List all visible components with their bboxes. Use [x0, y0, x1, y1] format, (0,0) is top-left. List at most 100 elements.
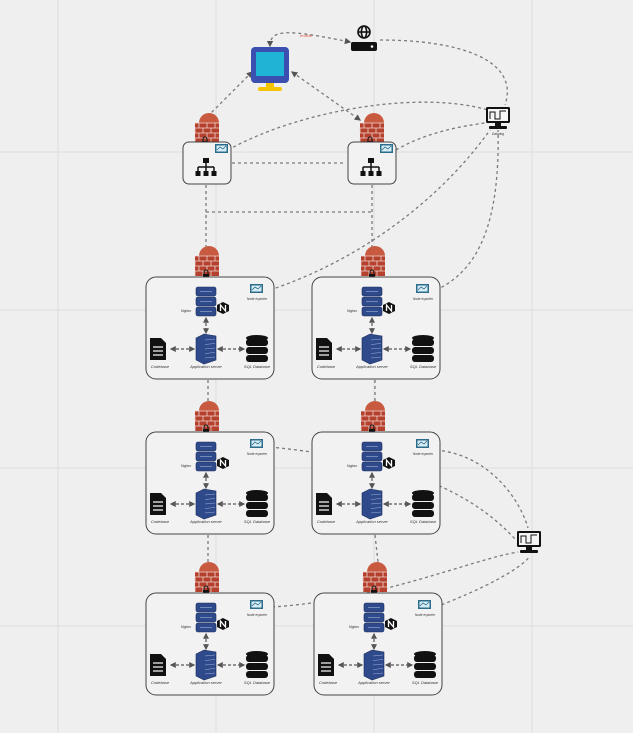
server-stack-icon[interactable]	[363, 649, 385, 681]
nginx-icon	[383, 302, 395, 314]
codebase-label: Codebase	[317, 364, 336, 369]
app-server-slot	[204, 654, 216, 657]
database-disk	[246, 671, 268, 678]
padlock-shackle	[203, 269, 209, 274]
codebase-label: Codebase	[319, 680, 338, 685]
padlock-shackle	[371, 585, 377, 590]
app-server-slot	[370, 507, 382, 509]
server-stack-icon[interactable]	[195, 488, 217, 520]
server-stack-icon[interactable]	[361, 286, 383, 317]
app-server-slot	[204, 338, 216, 341]
server-stack-icon[interactable]	[361, 333, 383, 365]
sql-database-label: SQL Database	[244, 680, 271, 685]
database-disk	[412, 502, 434, 509]
client-monitor-icon[interactable]	[251, 47, 289, 91]
database-icon	[246, 651, 268, 678]
app-server-slot	[204, 498, 216, 500]
database-icon	[412, 490, 434, 517]
server-stack-icon[interactable]	[195, 602, 217, 633]
database-icon	[246, 490, 268, 517]
document-page	[316, 338, 332, 360]
node-exporter-icon[interactable]	[250, 284, 263, 293]
firewall-icon	[360, 246, 385, 276]
node-exporter-icon[interactable]	[416, 439, 429, 448]
database-disk	[414, 655, 436, 662]
app-server-label: Application server	[189, 364, 222, 369]
server-stack-icon[interactable]	[363, 602, 385, 633]
node-exporter-icon[interactable]	[416, 284, 429, 293]
monitoring-terminal-icon[interactable]	[517, 531, 541, 553]
database-disk	[246, 339, 268, 346]
lb-leaf	[368, 171, 374, 176]
nginx-letter	[385, 303, 393, 313]
exporter-screen	[251, 601, 262, 608]
server-stack-icon[interactable]	[195, 286, 217, 317]
app-server-slot	[372, 659, 384, 661]
nginx-label: Nginx	[349, 624, 360, 629]
document-icon	[316, 338, 332, 360]
firewall-icon	[359, 113, 384, 143]
app-server-slot	[204, 668, 216, 670]
node-exporter-icon[interactable]	[250, 439, 263, 448]
exporter-screen	[417, 285, 428, 292]
sql-database-label: SQL Database	[244, 519, 271, 524]
firewall-icon	[194, 246, 219, 276]
sql-database-label: SQL Database	[412, 680, 439, 685]
database-top	[412, 335, 434, 341]
load-balancer-node[interactable]	[182, 113, 232, 185]
node-exporter-icon[interactable]	[215, 144, 228, 153]
database-disk	[246, 655, 268, 662]
server-stack-icon[interactable]	[195, 649, 217, 681]
load-balancer-icon	[195, 158, 217, 176]
server-stack-icon[interactable]	[361, 441, 383, 472]
router-icon[interactable]	[351, 42, 377, 51]
node-exporter-label: Node exporter	[247, 297, 268, 301]
server-stack-icon[interactable]	[195, 333, 217, 365]
app-server-label: Application server	[355, 519, 388, 524]
monitoring-terminal-icon[interactable]: Datadog	[486, 107, 510, 136]
node-exporter-icon[interactable]	[418, 600, 431, 609]
document-icon	[150, 493, 166, 515]
app-server-slot	[372, 668, 384, 670]
nginx-letter	[385, 458, 393, 468]
server-stack-icon[interactable]	[361, 488, 383, 520]
lb-leaf	[376, 171, 382, 176]
app-server-slot	[204, 672, 216, 675]
database-top	[246, 335, 268, 341]
server-stack-icon[interactable]	[195, 441, 217, 472]
lb-root	[203, 158, 209, 163]
cluster-box	[311, 431, 441, 535]
app-server-slot	[204, 659, 216, 661]
nginx-letter	[219, 458, 227, 468]
terminal-label: Datadog	[492, 132, 504, 136]
app-server-slot	[204, 507, 216, 509]
load-balancer-node[interactable]	[347, 113, 397, 185]
load-balancer-icon	[360, 158, 382, 176]
padlock-shackle	[203, 585, 209, 590]
cluster-box	[145, 431, 275, 535]
node-exporter-icon[interactable]	[380, 144, 393, 153]
app-server-slot	[370, 343, 382, 345]
database-disk	[414, 663, 436, 670]
exporter-screen	[251, 440, 262, 447]
nginx-letter	[387, 619, 395, 629]
database-top	[246, 490, 268, 496]
database-disk	[246, 494, 268, 501]
node-exporter-icon[interactable]	[250, 600, 263, 609]
firewall-icon	[194, 562, 219, 592]
app-server-slot	[372, 672, 384, 675]
padlock-shackle	[369, 269, 375, 274]
lb-root	[368, 158, 374, 163]
document-icon	[150, 338, 166, 360]
database-disk	[412, 510, 434, 517]
padlock-shackle	[369, 424, 375, 429]
database-disk	[412, 355, 434, 362]
exporter-screen	[417, 440, 428, 447]
document-icon	[316, 493, 332, 515]
nginx-letter	[219, 303, 227, 313]
cluster-box	[313, 592, 443, 696]
